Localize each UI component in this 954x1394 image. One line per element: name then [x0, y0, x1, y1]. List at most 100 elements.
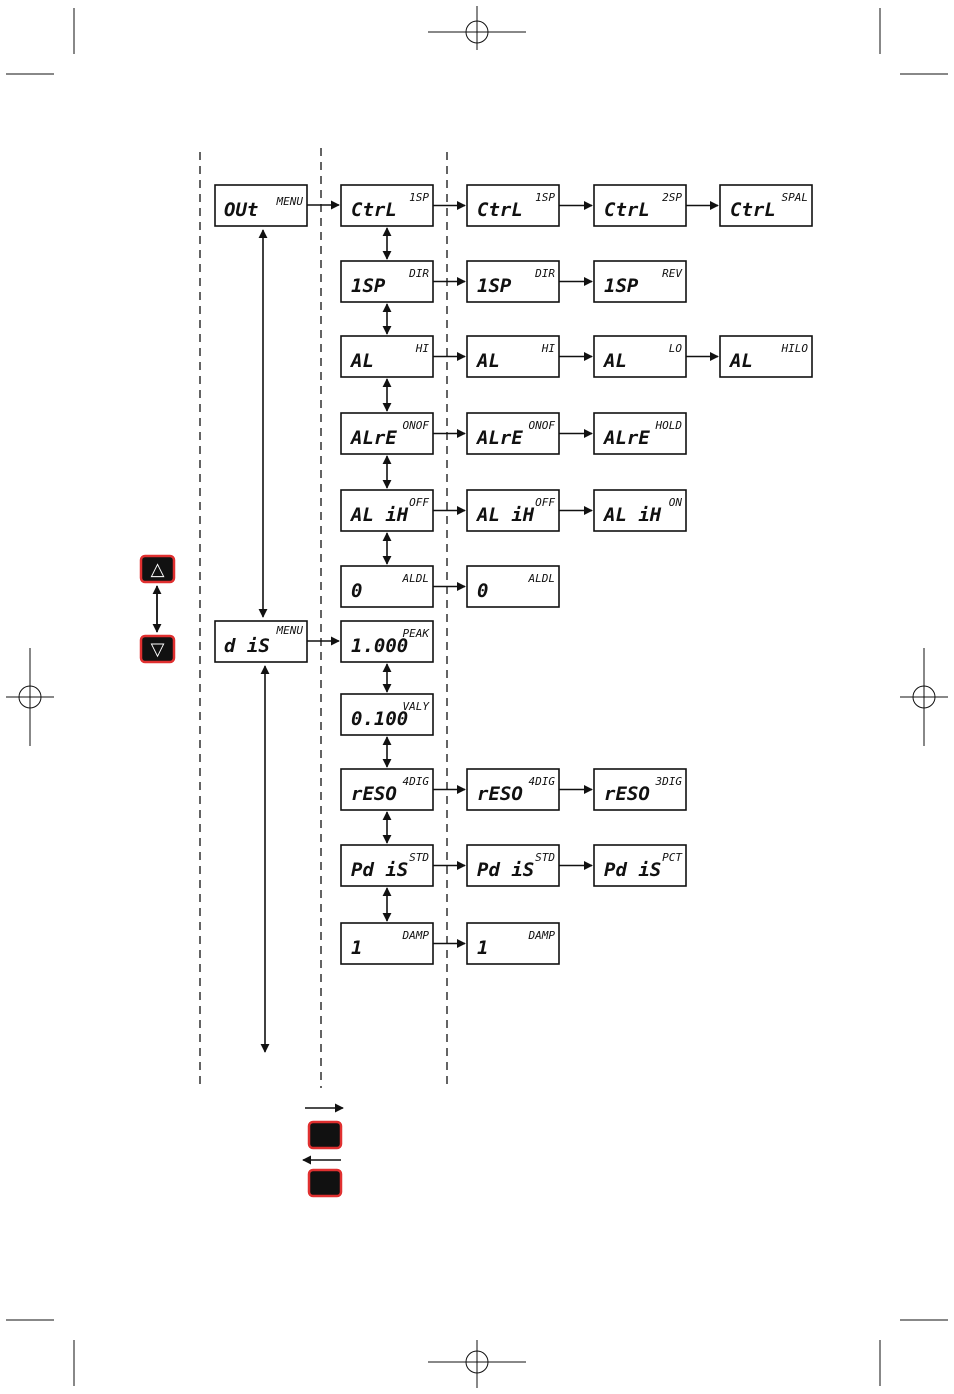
- display-alre-0-tag: ONOF: [403, 419, 430, 432]
- display-reso-2-tag: 3DIG: [655, 775, 683, 788]
- display-ctrl-1-main: CtrL: [477, 199, 523, 221]
- display-aldl-0-tag: ALDL: [402, 572, 430, 585]
- display-reso-0-tag: 4DIG: [403, 775, 430, 788]
- display-1sp-1-tag: DIR: [534, 267, 555, 280]
- display-ctrl-2: CtrL 2SP: [594, 185, 686, 226]
- display-pdis-0-main: Pd iS: [351, 859, 408, 881]
- menu-display-out: OUt MENU: [215, 185, 307, 226]
- display-al-1: AL HI: [467, 336, 559, 377]
- display-peak-0-main: 1.000: [351, 635, 408, 657]
- display-ctrl-2-tag: 2SP: [662, 191, 682, 204]
- display-reso-0: rESO 4DIG: [341, 769, 433, 810]
- display-ctrl-0: CtrL 1SP: [341, 185, 433, 226]
- menu-display-dis-main: d iS: [224, 635, 270, 657]
- registration-mark-top: [428, 6, 526, 50]
- display-ctrl-0-tag: 1SP: [409, 191, 429, 204]
- display-ctrl-2-main: CtrL: [604, 199, 650, 221]
- display-1sp-0-tag: DIR: [408, 267, 429, 280]
- enter-key[interactable]: [309, 1122, 341, 1148]
- display-al-2-main: AL: [602, 350, 627, 372]
- display-valy-0-main: 0.100: [351, 708, 408, 730]
- display-ctrl-3: CtrL SPAL: [720, 185, 812, 226]
- display-al-1-tag: HI: [541, 342, 556, 355]
- display-damp-0-main: 1: [351, 937, 362, 959]
- down-key[interactable]: ▽: [141, 636, 174, 662]
- display-pdis-0-tag: STD: [409, 851, 429, 864]
- menu-display-out-main: OUt: [224, 199, 258, 221]
- display-alih-1-tag: OFF: [535, 496, 555, 509]
- registration-mark-right: [900, 648, 948, 746]
- display-reso-2: rESO 3DIG: [594, 769, 686, 810]
- registration-mark-left: [6, 648, 54, 746]
- menu-display-out-tag: MENU: [276, 195, 304, 208]
- display-damp-1-main: 1: [477, 937, 488, 959]
- display-aldl-0: 0 ALDL: [341, 566, 433, 607]
- display-aldl-1: 0 ALDL: [467, 566, 559, 607]
- display-ctrl-3-tag: SPAL: [782, 191, 809, 204]
- display-1sp-1-main: 1SP: [477, 275, 512, 297]
- display-peak-0-tag: PEAK: [403, 627, 431, 640]
- display-al-2-tag: LO: [669, 342, 683, 355]
- display-alih-2-tag: ON: [669, 496, 683, 509]
- display-damp-1-tag: DAMP: [528, 929, 556, 942]
- display-ctrl-0-main: CtrL: [351, 199, 397, 221]
- display-al-0-main: AL: [349, 350, 374, 372]
- display-damp-1: 1 DAMP: [467, 923, 559, 964]
- menu-display-dis: d iS MENU: [215, 621, 307, 662]
- display-al-0-tag: HI: [415, 342, 430, 355]
- menu-display-dis-tag: MENU: [276, 624, 304, 637]
- display-valy-0-tag: VALY: [403, 700, 431, 713]
- display-aldl-0-main: 0: [351, 580, 362, 602]
- display-alre-0: ALrE ONOF: [341, 413, 433, 454]
- display-damp-0: 1 DAMP: [341, 923, 433, 964]
- display-pdis-1-main: Pd iS: [477, 859, 534, 881]
- display-ctrl-3-main: CtrL: [730, 199, 776, 221]
- up-triangle-icon: △: [151, 559, 165, 580]
- display-1sp-1: 1SP DIR: [467, 261, 559, 302]
- legend: [303, 1108, 343, 1196]
- display-reso-0-main: rESO: [351, 783, 397, 805]
- back-key[interactable]: [309, 1170, 341, 1196]
- display-reso-1-tag: 4DIG: [529, 775, 556, 788]
- display-alih-2: AL iH ON: [594, 490, 686, 531]
- display-al-1-main: AL: [475, 350, 500, 372]
- display-al-0: AL HI: [341, 336, 433, 377]
- registration-mark-bottom: [428, 1340, 526, 1388]
- display-pdis-2-main: Pd iS: [604, 859, 661, 881]
- display-pdis-1-tag: STD: [535, 851, 555, 864]
- display-alih-0-main: AL iH: [349, 504, 409, 526]
- up-key[interactable]: △: [141, 556, 174, 582]
- display-aldl-1-main: 0: [477, 580, 488, 602]
- display-reso-2-main: rESO: [604, 783, 650, 805]
- parameter-rows: CtrL1SPCtrL1SPCtrL2SPCtrLSPAL1SPDIR1SPDI…: [341, 185, 812, 964]
- down-triangle-icon: ▽: [151, 639, 165, 660]
- display-alre-0-main: ALrE: [349, 427, 397, 449]
- display-alre-1-tag: ONOF: [529, 419, 556, 432]
- display-1sp-0: 1SP DIR: [341, 261, 433, 302]
- up-down-keys: △ ▽: [141, 556, 174, 662]
- display-damp-0-tag: DAMP: [402, 929, 430, 942]
- display-alre-1: ALrE ONOF: [467, 413, 559, 454]
- display-al-3-tag: HILO: [781, 342, 809, 355]
- display-1sp-2-main: 1SP: [604, 275, 639, 297]
- display-alih-2-main: AL iH: [602, 504, 662, 526]
- display-1sp-0-main: 1SP: [351, 275, 386, 297]
- display-alre-2-main: ALrE: [602, 427, 650, 449]
- display-aldl-1-tag: ALDL: [528, 572, 556, 585]
- display-al-2: AL LO: [594, 336, 686, 377]
- display-alih-1-main: AL iH: [475, 504, 535, 526]
- display-alih-0-tag: OFF: [409, 496, 429, 509]
- display-alre-1-main: ALrE: [475, 427, 523, 449]
